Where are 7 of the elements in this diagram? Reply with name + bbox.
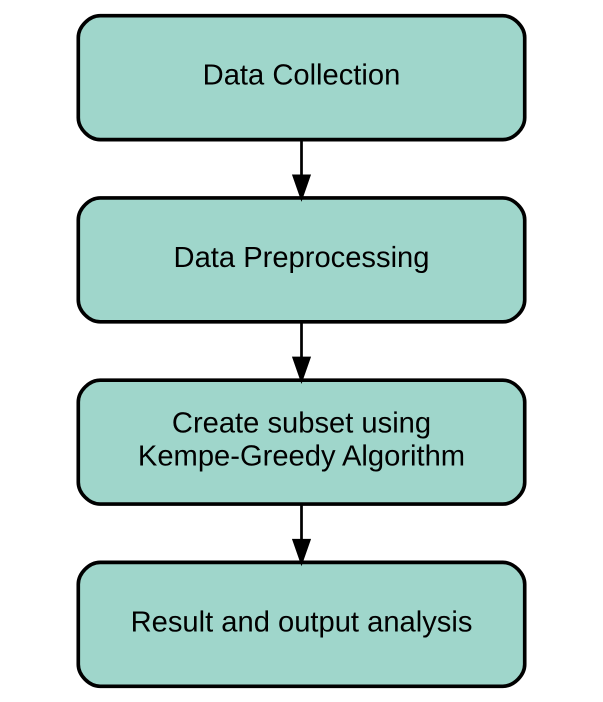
arrow [292,140,312,202]
node-box: Data Preprocessing [76,196,527,324]
node-box: Result and output analysis [76,560,527,688]
arrow [292,504,312,566]
arrow [292,322,312,384]
node-box: Data Collection [76,14,527,142]
node-box: Create subset using Kempe-Greedy Algorithm [76,378,527,506]
